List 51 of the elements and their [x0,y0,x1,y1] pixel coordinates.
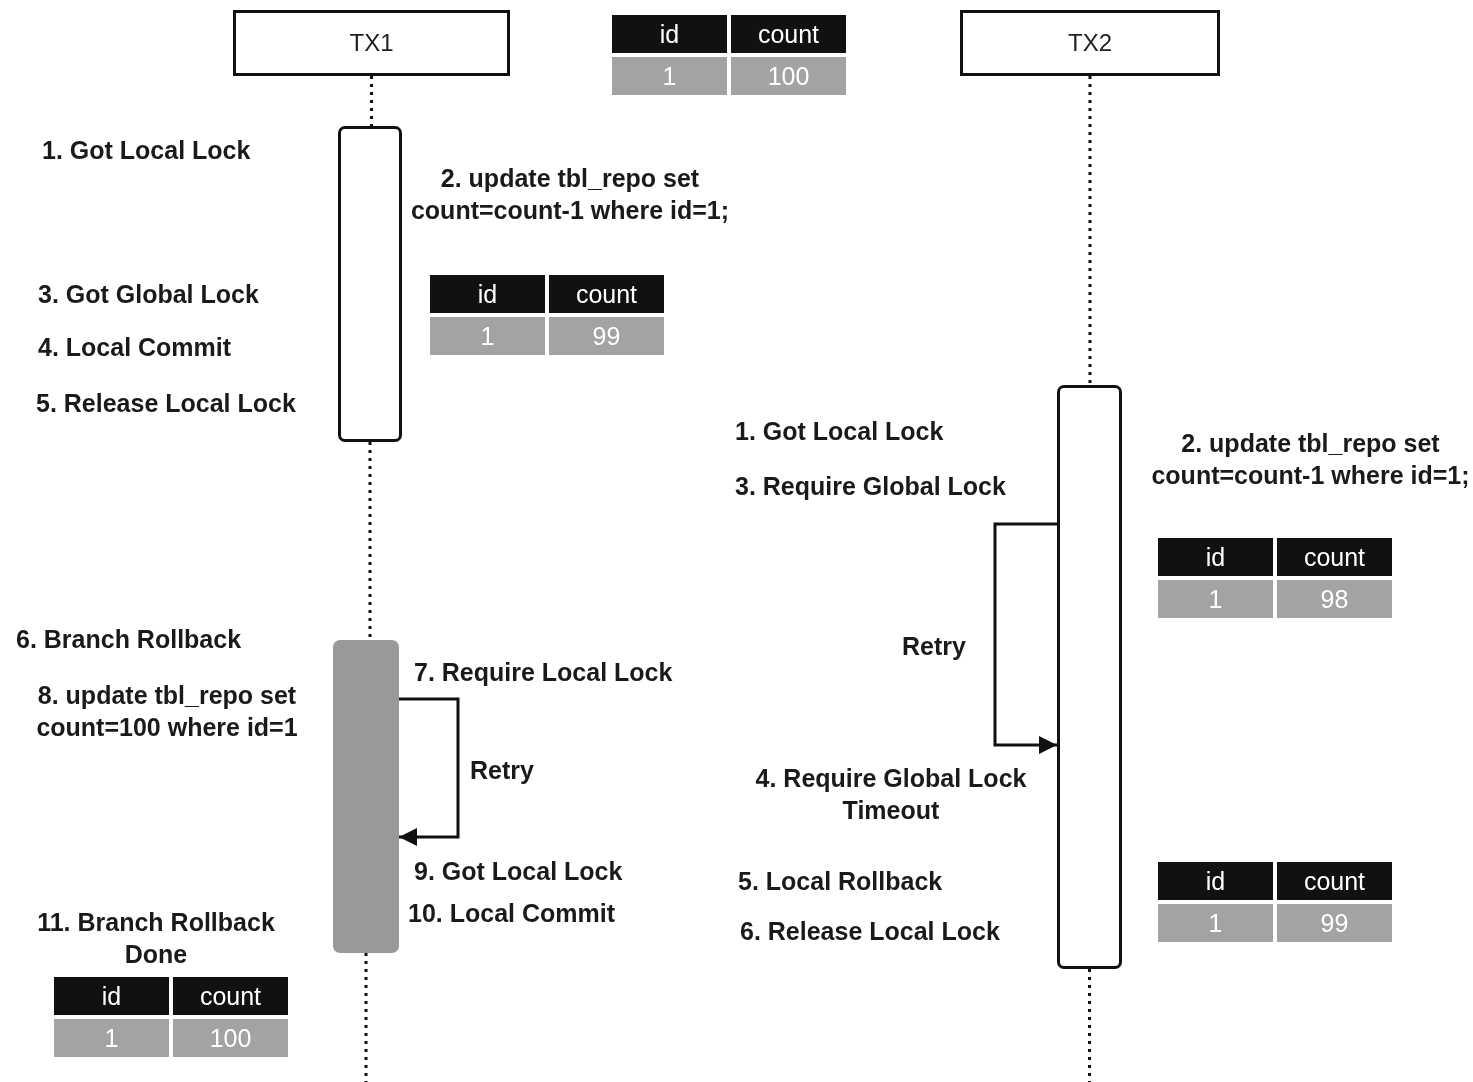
column-header: count [1277,538,1392,576]
table-value: 1 [612,57,727,95]
column-header: id [1158,862,1273,900]
activation-bar [338,126,402,442]
step-text: 9. Got Local Lock [414,856,623,887]
column-header: count [1277,862,1392,900]
table-value: 99 [1277,904,1392,942]
step-text: 11. Branch Rollback Done [36,907,276,970]
step-text: 4. Require Global Lock Timeout [754,763,1028,826]
step-text: 7. Require Local Lock [414,657,673,688]
participant-name: TX2 [1068,29,1112,57]
step-text: 8. update tbl_repo set count=100 where id=1 [35,680,299,743]
arrow [399,697,460,846]
column-header: id [430,275,545,313]
activation-bar [333,640,399,953]
arrow [993,522,1057,754]
column-header: count [549,275,664,313]
lifeline [1088,969,1091,1082]
step-text: 3. Require Global Lock [735,471,1006,502]
participant-name: TX1 [349,29,394,57]
step-text: 6. Release Local Lock [740,916,1000,947]
table-value: 1 [430,317,545,355]
column-header: id [612,15,727,53]
step-text: 1. Got Local Lock [735,416,944,447]
lifeline [1088,76,1092,385]
table-value: 100 [731,57,846,95]
lifeline-header [233,10,510,76]
table-value: 1 [54,1019,169,1057]
step-text: 3. Got Global Lock [38,279,259,310]
step-text: 5. Local Rollback [738,866,943,897]
table-value: 100 [173,1019,288,1057]
step-text: 6. Branch Rollback [16,624,242,655]
activation-bar [1057,385,1122,969]
column-header: id [1158,538,1273,576]
lifeline [370,76,373,126]
step-text: 5. Release Local Lock [36,388,296,419]
step-text: 2. update tbl_repo set count=count-1 where id=1; [409,163,731,226]
step-text: 2. update tbl_repo set count=count-1 where id=1; [1150,428,1471,491]
column-header: id [54,977,169,1015]
table-value: 1 [1158,580,1273,618]
table-value: 1 [1158,904,1273,942]
step-text: 1. Got Local Lock [42,135,251,166]
table-value: 99 [549,317,664,355]
lifeline-header [960,10,1220,76]
step-text: 10. Local Commit [408,898,615,929]
step-text: 4. Local Commit [38,332,232,363]
table-value: 98 [1277,580,1392,618]
lifeline [368,442,372,640]
column-header: count [731,15,846,53]
lifeline [364,953,368,1082]
column-header: count [173,977,288,1015]
